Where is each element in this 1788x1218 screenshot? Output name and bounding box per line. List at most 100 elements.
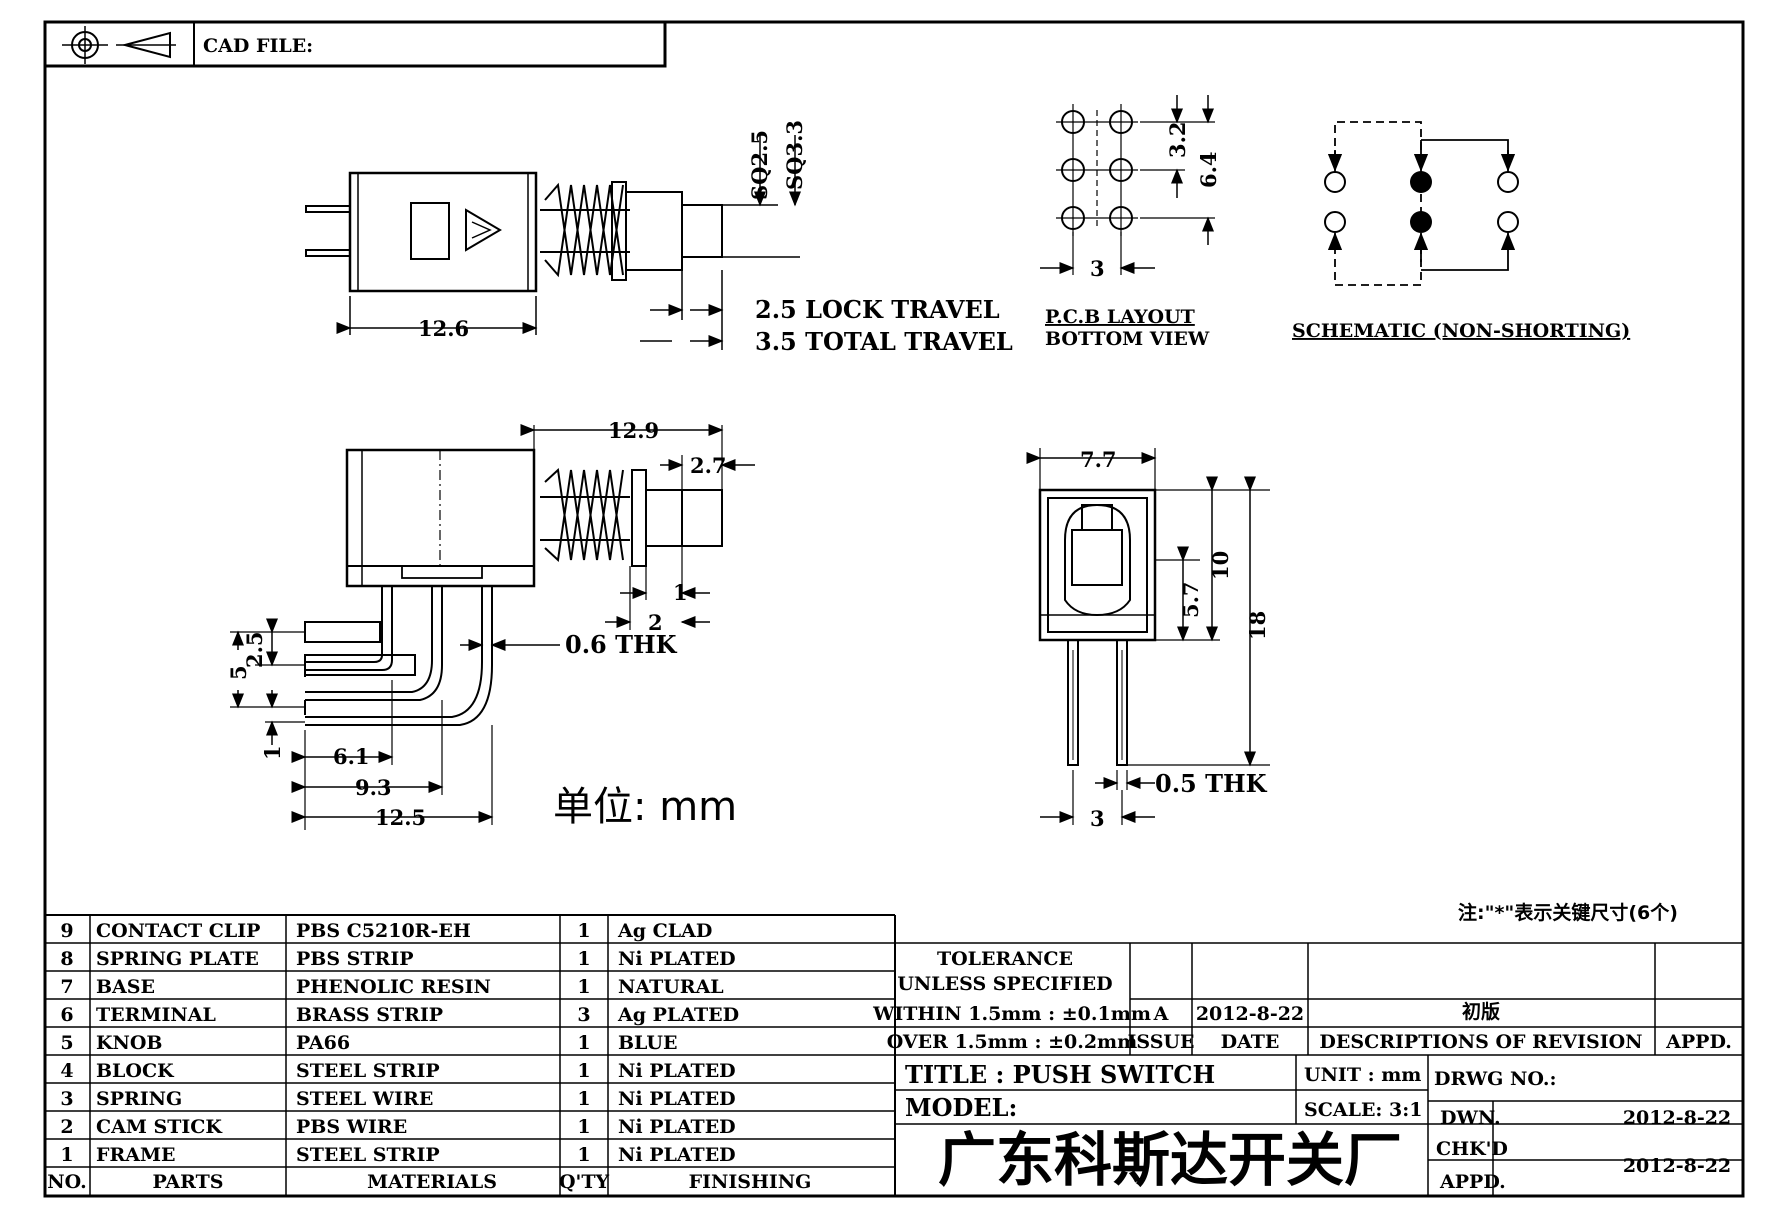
bom-header-materials: MATERIALS	[367, 1171, 497, 1193]
side-view-drawing: 12.9 2.7 1 2 0.6 THK 5 2.5 1	[226, 418, 755, 830]
bom-cell-material: STEEL STRIP	[296, 1060, 440, 1082]
bom-header-finishing: FINISHING	[689, 1171, 812, 1193]
bom-header-qty: Q'TY	[559, 1171, 610, 1193]
bom-cell-part: SPRING PLATE	[96, 948, 259, 970]
bom-cell-finish: Ni PLATED	[618, 1144, 736, 1166]
dim-v25: 2.5	[242, 631, 267, 668]
title-text: TITLE : PUSH SWITCH	[905, 1060, 1215, 1089]
bom-cell-part: KNOB	[96, 1032, 163, 1054]
over-tolerance: OVER 1.5mm : ±0.2mm	[887, 1031, 1138, 1053]
bom-cell-material: STEEL STRIP	[296, 1144, 440, 1166]
bom-header-parts: PARTS	[153, 1171, 224, 1193]
bom-cell-finish: Ni PLATED	[618, 1060, 736, 1082]
bom-cell-finish: BLUE	[618, 1032, 677, 1054]
bom-cell-no: 3	[60, 1088, 73, 1110]
descriptions-label: DESCRIPTIONS OF REVISION	[1319, 1031, 1642, 1053]
bom-cell-qty: 1	[577, 948, 590, 970]
dim-pitch-y1: 3.2	[1165, 121, 1190, 158]
dim-sq-small: SQ2.5	[747, 130, 772, 200]
title-block: TOLERANCE UNLESS SPECIFIED WITHIN 1.5mm …	[872, 942, 1743, 1196]
scale-value: SCALE: 3:1	[1304, 1099, 1423, 1121]
date-value: 2012-8-22	[1196, 1003, 1304, 1025]
bom-cell-no: 8	[60, 948, 73, 970]
bom-cell-qty: 1	[577, 1144, 590, 1166]
projection-symbol-icon	[62, 26, 176, 64]
issue-value: A	[1153, 1003, 1169, 1025]
dim-d1: 1	[673, 580, 688, 605]
bom-cell-finish: Ni PLATED	[618, 948, 736, 970]
dim-pitch: 3	[1090, 806, 1105, 831]
bom-cell-material: PBS STRIP	[296, 948, 414, 970]
dim-thk: 0.6 THK	[565, 630, 678, 659]
dim-width: 7.7	[1080, 447, 1117, 472]
model-label: MODEL:	[905, 1093, 1017, 1122]
lock-travel-label: 2.5 LOCK TRAVEL	[755, 295, 1000, 324]
bom-cell-no: 6	[60, 1004, 73, 1026]
dim-top: 12.9	[608, 418, 659, 443]
pcb-title-line2: BOTTOM VIEW	[1045, 328, 1210, 350]
dim-v5: 5	[226, 665, 251, 680]
bom-cell-finish: Ag CLAD	[617, 920, 712, 942]
bom-cell-no: 4	[60, 1060, 73, 1082]
bom-cell-part: CONTACT CLIP	[96, 920, 260, 942]
within-tolerance: WITHIN 1.5mm : ±0.1mm	[872, 1003, 1151, 1025]
dim-length: 12.6	[418, 316, 469, 341]
key-dimension-note: 注:"*"表示关键尺寸(6个)	[1458, 901, 1678, 924]
front-view-drawing: 7.7 10 5.7 18 0.5 THK 3	[1026, 447, 1270, 831]
dim-h125: 12.5	[375, 805, 426, 830]
bom-cell-no: 9	[60, 920, 73, 942]
bom-cell-no: 7	[60, 976, 73, 998]
bom-cell-no: 5	[60, 1032, 73, 1054]
appd-label: APPD.	[1665, 1031, 1732, 1053]
bom-cell-material: PHENOLIC RESIN	[296, 976, 491, 998]
dim-pitch-x: 3	[1090, 256, 1105, 281]
dim-h18: 18	[1245, 611, 1270, 640]
bom-cell-qty: 1	[577, 1032, 590, 1054]
bom-cell-part: BASE	[96, 976, 155, 998]
pcb-layout-drawing: 3.2 6.4 3 P.C.B LAYOUT BOTTOM VIEW	[1040, 95, 1221, 350]
revision-value: 初版	[1462, 1000, 1500, 1023]
dim-knob: 2.7	[690, 453, 727, 478]
header-block: CAD FILE:	[45, 22, 667, 68]
unit-value: UNIT : mm	[1304, 1064, 1421, 1086]
bom-cell-part: BLOCK	[96, 1060, 175, 1082]
unless-specified-label: UNLESS SPECIFIED	[897, 973, 1112, 995]
bom-cell-material: STEEL WIRE	[296, 1088, 433, 1110]
dim-h57: 5.7	[1178, 581, 1203, 618]
dwn-label: DWN.	[1440, 1107, 1501, 1129]
dim-h10: 10	[1208, 551, 1233, 580]
company-name: 广东科斯达开关厂	[938, 1126, 1402, 1194]
bom-cell-qty: 1	[577, 976, 590, 998]
bom-cell-qty: 1	[577, 1116, 590, 1138]
bom-cell-finish: Ni PLATED	[618, 1116, 736, 1138]
dim-h61: 6.1	[333, 744, 370, 769]
appd2-label: APPD.	[1439, 1171, 1506, 1193]
issue-label: ISSUE	[1128, 1031, 1195, 1053]
schematic-drawing: SCHEMATIC (NON-SHORTING)	[1292, 121, 1630, 342]
bom-cell-qty: 1	[577, 1088, 590, 1110]
bom-cell-finish: Ni PLATED	[618, 1088, 736, 1110]
bom-cell-finish: Ag PLATED	[617, 1004, 739, 1026]
chk-date: 2012-8-22	[1623, 1155, 1731, 1177]
total-travel-label: 3.5 TOTAL TRAVEL	[755, 327, 1013, 356]
bom-cell-material: PBS WIRE	[296, 1116, 407, 1138]
bom-cell-qty: 1	[577, 1060, 590, 1082]
dim-d2: 2	[648, 610, 663, 635]
unit-label: 单位: mm	[553, 784, 737, 830]
bom-cell-part: FRAME	[96, 1144, 176, 1166]
bom-cell-part: SPRING	[96, 1088, 182, 1110]
bom-cell-finish: NATURAL	[618, 976, 724, 998]
bom-cell-material: BRASS STRIP	[296, 1004, 443, 1026]
bom-cell-no: 2	[60, 1116, 73, 1138]
pcb-title-line1: P.C.B LAYOUT	[1045, 306, 1195, 328]
dim-thk2: 0.5 THK	[1155, 769, 1268, 798]
bom-cell-qty: 3	[577, 1004, 590, 1026]
bom-cell-part: CAM STICK	[96, 1116, 223, 1138]
dim-v1: 1	[260, 745, 285, 760]
cad-file-label: CAD FILE:	[203, 35, 313, 57]
bom-header-no: NO.	[47, 1171, 86, 1193]
drwg-no-label: DRWG NO.:	[1434, 1068, 1556, 1090]
chkd-label: CHK'D	[1436, 1138, 1508, 1160]
